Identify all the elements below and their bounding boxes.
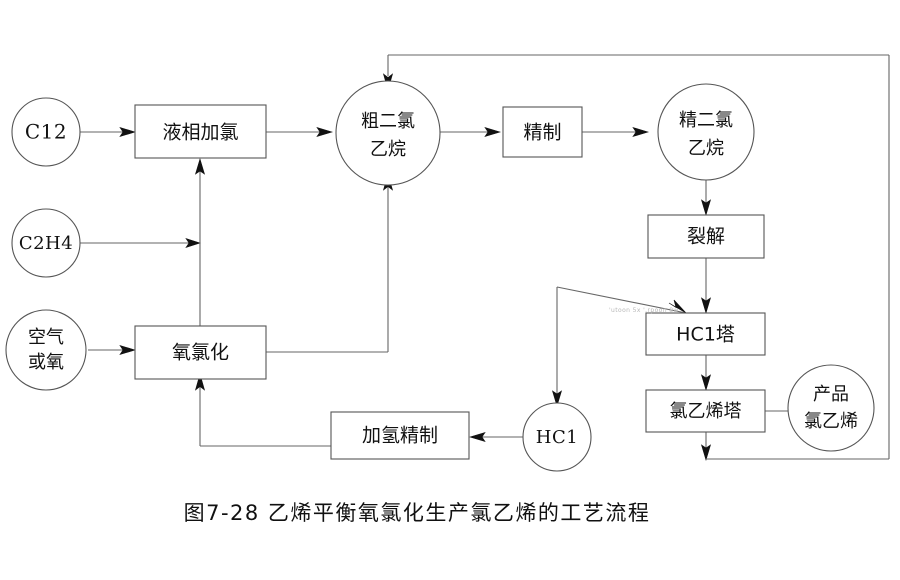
figure-caption: 图7-28 乙烯平衡氧氯化生产氯乙烯的工艺流程 [184, 501, 651, 525]
node-oxychlorination[interactable] [134, 325, 267, 380]
node-hydro-refining-label: 加氢精制 [362, 425, 438, 447]
arrowhead-into-hcl-circle-top [551, 390, 563, 408]
node-cl2-label: C12 [25, 120, 67, 144]
node-product-vcm[interactable] [787, 364, 875, 452]
node-refining[interactable] [502, 106, 583, 158]
node-c2h4-feed[interactable] [11, 208, 81, 278]
node-hydro-refining[interactable] [330, 411, 470, 460]
arrowhead-into-vcm-tower [700, 374, 712, 392]
node-c2h4-label: C2H4 [19, 233, 73, 254]
node-product-vcm-label-line1: 产品 [813, 384, 849, 405]
node-air-or-oxygen-label-line2: 或氧 [28, 352, 64, 373]
node-pure-edc[interactable] [657, 83, 755, 181]
arrowhead-into-liquid-chlorination-left [119, 126, 137, 138]
arrowhead-recycle-bottom-corner [700, 444, 712, 462]
node-refining-label: 精制 [523, 122, 561, 144]
arrowhead-into-hydro-refining-right [468, 431, 486, 443]
node-cl2-feed[interactable] [11, 97, 81, 167]
arrowhead-into-pure-edc [632, 126, 650, 138]
node-vcm-tower-label: 氯乙烯塔 [670, 401, 742, 422]
node-vcm-tower[interactable] [645, 389, 766, 433]
node-air-or-oxygen-label-line1: 空气 [28, 327, 64, 348]
node-hcl-tower[interactable] [645, 312, 766, 356]
node-oxychlorination-label: 氧氯化 [172, 342, 229, 364]
node-liquid-chlorination-label: 液相加氯 [162, 122, 238, 144]
arrowhead-c2h4-junction [185, 237, 201, 249]
arrowhead-into-oxychlorination-left [119, 344, 137, 356]
arrowhead-into-oxychlorination-bottom [194, 372, 206, 391]
node-crude-edc-label-line1: 粗二氯 [361, 111, 415, 132]
node-hcl-tower-label: HC1塔 [676, 324, 735, 346]
arrowhead-hcl-tower-branch [668, 299, 687, 314]
arrowhead-into-refining [484, 126, 502, 138]
arrowhead-into-hcl-tower [700, 297, 712, 315]
line-hcl-tower-diagonal [556, 286, 687, 314]
scan-smudge-artifact: 'utoon 5x '.rpoon 8w [609, 307, 679, 314]
node-cracking-label: 裂解 [687, 226, 725, 248]
node-crude-edc[interactable] [335, 80, 441, 186]
node-hcl[interactable] [522, 402, 592, 472]
node-cracking[interactable] [647, 214, 765, 259]
node-pure-edc-label-line2: 乙烷 [688, 138, 724, 159]
node-product-vcm-label-line2: 氯乙烯 [804, 411, 858, 432]
node-air-or-oxygen-feed[interactable] [5, 309, 87, 391]
arrowhead-into-liquid-chlorination-bottom [194, 157, 206, 175]
node-hcl-label: HC1 [536, 427, 578, 448]
node-pure-edc-label-line1: 精二氯 [679, 110, 733, 131]
arrowhead-into-crude-edc-left [316, 126, 334, 138]
node-liquid-chlorination[interactable] [134, 104, 267, 159]
node-crude-edc-label-line2: 乙烷 [370, 139, 406, 160]
arrowhead-into-cracking [700, 199, 712, 217]
